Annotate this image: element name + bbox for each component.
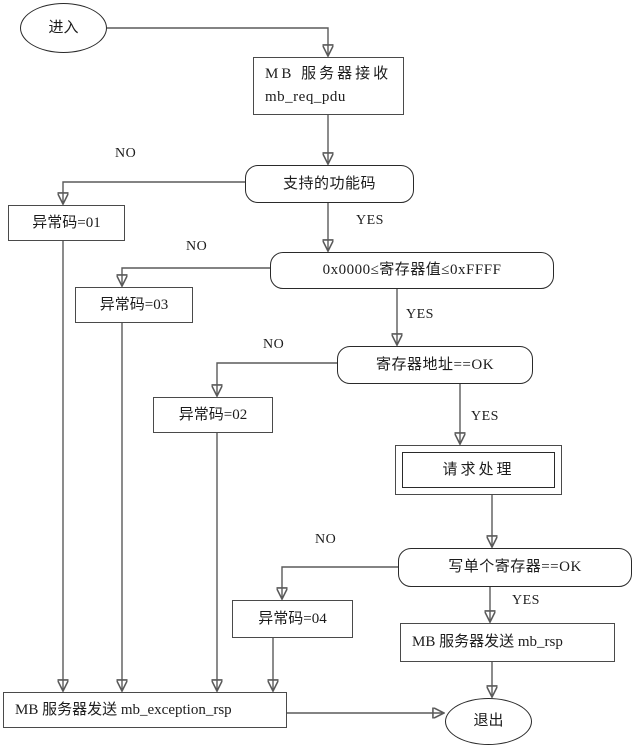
- branch-label-yes-write-register: YES: [512, 593, 540, 608]
- branch-label-yes-register-address: YES: [471, 409, 499, 424]
- node-receive-request: MB 服务器接收 mb_req_pdu: [253, 57, 404, 115]
- branch-label-no-function-code: NO: [115, 146, 137, 161]
- branch-label-yes-register-value: YES: [406, 307, 434, 322]
- node-exception-code-03: 异常码=03: [75, 287, 193, 323]
- send-exception-response-label: MB 服务器发送 mb_exception_rsp: [15, 701, 232, 718]
- node-exception-code-01: 异常码=01: [8, 205, 125, 241]
- branch-label-no-register-address: NO: [263, 337, 285, 352]
- node-send-response: MB 服务器发送 mb_rsp: [400, 623, 615, 662]
- exception-code-02-label: 异常码=02: [178, 406, 248, 423]
- node-process-request: 请求处理: [395, 445, 562, 495]
- register-address-check-label: 寄存器地址==OK: [375, 356, 495, 373]
- edge-funccheck-no: [63, 181, 245, 203]
- node-write-single-register-check: 写单个寄存器==OK: [398, 548, 632, 587]
- send-response-label: MB 服务器发送 mb_rsp: [412, 634, 563, 651]
- node-send-exception-response: MB 服务器发送 mb_exception_rsp: [3, 692, 287, 728]
- exit-label: 退出: [473, 713, 504, 730]
- node-function-code-check: 支持的功能码: [245, 165, 414, 203]
- receive-label-line2: mb_req_pdu: [265, 89, 346, 105]
- branch-label-no-register-value: NO: [186, 239, 208, 254]
- edge-enter-to-receive: [107, 27, 328, 55]
- edge-rangecheck-no: [122, 267, 270, 285]
- function-code-check-label: 支持的功能码: [282, 175, 376, 192]
- branch-label-yes-function-code: YES: [356, 213, 384, 228]
- edge-writecheck-no: [282, 566, 398, 598]
- exception-code-04-label: 异常码=04: [258, 610, 327, 627]
- node-enter-terminal: 进入: [20, 3, 107, 53]
- exception-code-01-label: 异常码=01: [32, 214, 101, 231]
- receive-label-line1: MB 服务器接收: [265, 66, 392, 83]
- exception-code-03-label: 异常码=03: [99, 296, 169, 313]
- node-register-address-check: 寄存器地址==OK: [337, 346, 533, 384]
- process-request-inner-frame: 请求处理: [402, 452, 555, 488]
- process-request-label: 请求处理: [442, 461, 515, 478]
- register-value-range-label: 0x0000≤寄存器值≤0xFFFF: [322, 262, 502, 279]
- node-exit-terminal: 退出: [445, 698, 532, 745]
- enter-label: 进入: [48, 19, 79, 36]
- node-exception-code-02: 异常码=02: [153, 397, 273, 433]
- edge-addrcheck-no: [217, 362, 337, 395]
- branch-label-no-write-register: NO: [315, 532, 337, 547]
- node-register-value-range-check: 0x0000≤寄存器值≤0xFFFF: [270, 252, 554, 289]
- node-exception-code-04: 异常码=04: [232, 600, 353, 638]
- write-single-register-label: 写单个寄存器==OK: [448, 559, 582, 576]
